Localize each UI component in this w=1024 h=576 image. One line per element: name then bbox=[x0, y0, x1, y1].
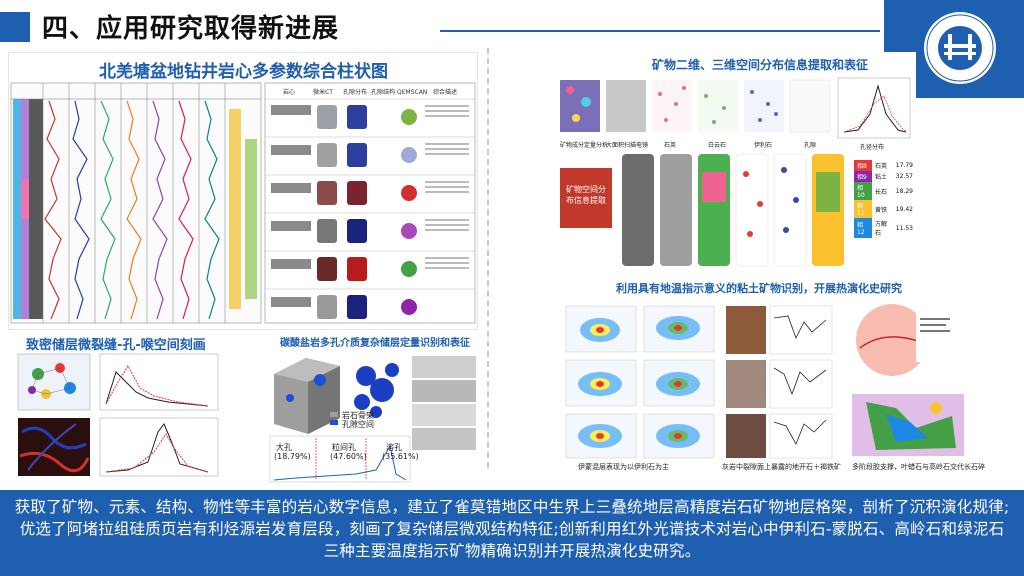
column-divider bbox=[487, 48, 489, 468]
thumb-label-quartz: 石英 bbox=[664, 142, 677, 149]
column-chart-panel: 北羌塘盆地钻井岩心多参数综合柱状图 bbox=[8, 52, 478, 330]
thumb-label-mineral: 矿物成分定量分析 bbox=[560, 142, 609, 149]
carbonate-figure bbox=[269, 356, 476, 483]
header-pore-distribution: 孔隙分布 bbox=[343, 88, 367, 96]
header-qemscan: QEMSCAN bbox=[397, 89, 427, 96]
mineral-figure bbox=[560, 77, 911, 267]
clay-caption-pyrophyllite: 多阶段胶支撑，叶蜡石与高岭石交代长石碎 bbox=[852, 463, 985, 471]
header-pore-structure: 孔隙结构 bbox=[371, 88, 395, 96]
thumb-label-pore: 孔隙 bbox=[804, 142, 817, 149]
label-dissolution: 溶孔 bbox=[386, 443, 402, 452]
microcrack-title: 致密储层微裂缝-孔-喉空间刻画 bbox=[26, 338, 206, 353]
summary-text: 获取了矿物、元素、结构、物性等丰富的岩心数字信息，建立了雀莫错地区中生界上三叠统… bbox=[14, 498, 1010, 560]
label-macropore-percent: (18.79%) bbox=[274, 452, 311, 461]
thumb-label-pore-size: 孔径分布 bbox=[860, 144, 885, 151]
carbonate-panel: 碳酸盐岩多孔介质复杂储层定量识别和表征 岩石骨架 孔隙空间 大孔 (18.79%… bbox=[266, 334, 482, 484]
label-dissolution-percent: (35.61%) bbox=[382, 452, 419, 461]
mineral-panel: 矿物二维、三维空间分布信息提取和表征 矿物成分定量分析 大面积扫描电镜 石英 白… bbox=[556, 52, 916, 270]
label-intergranular: 粒间孔 bbox=[332, 443, 356, 452]
microcrack-figure bbox=[17, 353, 219, 477]
column-chart-title: 北羌塘盆地钻井岩心多参数综合柱状图 bbox=[99, 62, 388, 82]
thumb-label-sem: 大面积扫描电镜 bbox=[606, 142, 649, 149]
thumb-label-dolomite: 白云石 bbox=[708, 142, 727, 149]
label-intergranular-percent: (47.60%) bbox=[330, 452, 367, 461]
china-geological-survey-logo-icon bbox=[924, 12, 996, 84]
title-accent-bar bbox=[0, 12, 30, 42]
label-macropore: 大孔 bbox=[276, 443, 292, 452]
clay-caption-dickite: 灰岩中裂隙面上暴露的地开石＋褐铁矿 bbox=[722, 463, 841, 471]
header-core: 岩心 bbox=[283, 88, 295, 96]
header-description: 综合描述 bbox=[433, 88, 457, 96]
legend-rock-skeleton: 岩石骨架 bbox=[342, 411, 374, 420]
mineral-box-label: 矿物空间分布信息提取 bbox=[566, 185, 606, 205]
microcrack-panel: 致密储层微裂缝-孔-喉空间刻画 bbox=[8, 334, 258, 484]
clay-panel: 利用具有地温指示意义的粘土矿物识别，开展热演化史研究 bbox=[556, 278, 985, 486]
header-micro-ct: 微米CT bbox=[313, 88, 333, 96]
legend-pore-space: 孔隙空间 bbox=[342, 420, 374, 429]
header-rule bbox=[440, 30, 880, 32]
mineral-title: 矿物二维、三维空间分布信息提取和表征 bbox=[652, 58, 869, 72]
page-title: 四、应用研究取得新进展 bbox=[42, 14, 340, 44]
clay-figure bbox=[565, 304, 966, 459]
column-chart-figure: 岩心 微米CT 孔隙分布 孔隙结构 QEMSCAN 综合描述 bbox=[10, 82, 476, 324]
header: 四、应用研究取得新进展 bbox=[0, 0, 1024, 52]
thumb-label-illite: 伊利石 bbox=[754, 142, 773, 149]
clay-caption-illite: 伊蒙混层表现为以伊利石为主 bbox=[578, 463, 669, 471]
summary-banner: 获取了矿物、元素、结构、物性等丰富的岩心数字信息，建立了雀莫错地区中生界上三叠统… bbox=[0, 490, 1024, 576]
clay-title: 利用具有地温指示意义的粘土矿物识别，开展热演化史研究 bbox=[616, 282, 902, 295]
carbonate-title: 碳酸盐岩多孔介质复杂储层定量识别和表征 bbox=[280, 338, 470, 349]
